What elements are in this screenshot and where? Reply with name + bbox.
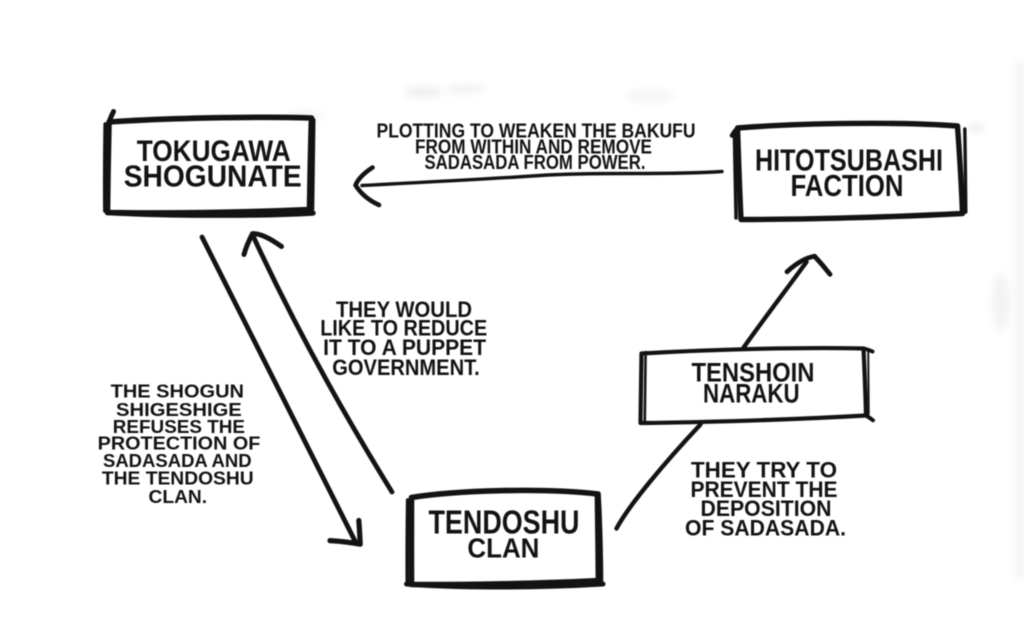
svg-text:PREVENT THE: PREVENT THE: [691, 477, 838, 502]
svg-text:FROM WITHIN AND REMOVE: FROM WITHIN AND REMOVE: [415, 136, 652, 159]
svg-text:SHOGUNATE: SHOGUNATE: [124, 159, 302, 194]
svg-text:NARAKU: NARAKU: [703, 379, 800, 409]
svg-text:FACTION: FACTION: [791, 169, 904, 203]
svg-text:SHIGESHIGE: SHIGESHIGE: [116, 400, 242, 420]
svg-text:CLAN: CLAN: [467, 533, 539, 564]
svg-text:SADASADA AND: SADASADA AND: [103, 451, 252, 471]
svg-text:REFUSES THE: REFUSES THE: [113, 417, 245, 437]
svg-text:PROTECTION OF: PROTECTION OF: [98, 434, 261, 454]
svg-text:TOKUGAWA: TOKUGAWA: [137, 135, 291, 168]
svg-text:THE TENDOSHU: THE TENDOSHU: [102, 468, 254, 488]
svg-text:THEY WOULD: THEY WOULD: [336, 297, 472, 322]
svg-text:IT TO A PUPPET: IT TO A PUPPET: [323, 335, 486, 360]
svg-text:HITOTSUBASHI: HITOTSUBASHI: [755, 144, 943, 178]
svg-text:TENDOSHU: TENDOSHU: [429, 504, 580, 541]
svg-text:TENSHOIN: TENSHOIN: [692, 357, 815, 387]
svg-text:PLOTTING TO WEAKEN THE BAKUFU: PLOTTING TO WEAKEN THE BAKUFU: [377, 120, 696, 143]
svg-text:LIKE TO REDUCE: LIKE TO REDUCE: [320, 316, 487, 341]
svg-text:THEY TRY TO: THEY TRY TO: [691, 458, 837, 483]
svg-text:GOVERNMENT.: GOVERNMENT.: [332, 355, 480, 380]
svg-text:THE SHOGUN: THE SHOGUN: [111, 382, 244, 402]
svg-text:DEPOSITION: DEPOSITION: [701, 496, 832, 521]
svg-text:SADASADA FROM POWER.: SADASADA FROM POWER.: [425, 151, 646, 174]
svg-text:OF SADASADA.: OF SADASADA.: [685, 516, 846, 541]
svg-text:CLAN.: CLAN.: [149, 487, 208, 507]
